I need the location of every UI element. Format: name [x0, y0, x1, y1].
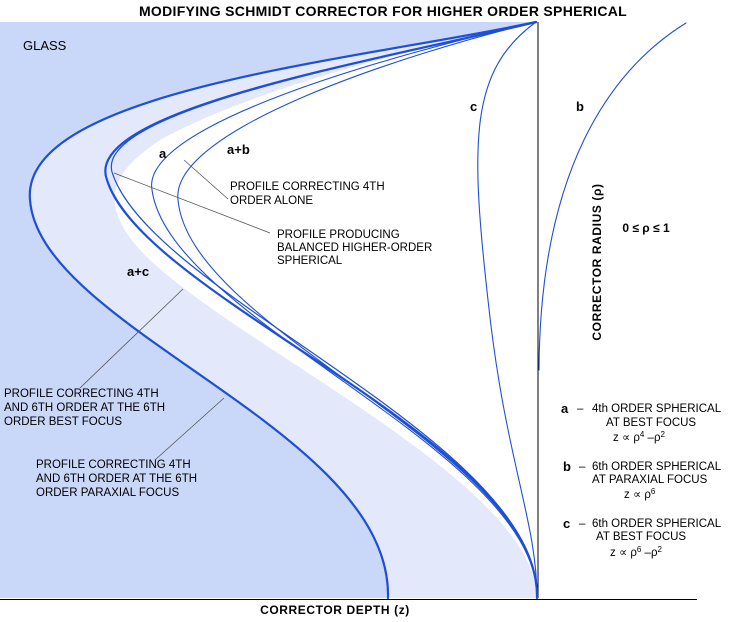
- legend-formula-a-mid: –ρ: [644, 432, 661, 444]
- legend-line-a-2: AT BEST FOCUS: [606, 417, 696, 429]
- legend-formula-a-exp1: 4: [640, 430, 645, 439]
- legend-line-b-2: AT PARAXIAL FOCUS: [592, 474, 708, 486]
- curve-label-b: b: [576, 99, 584, 114]
- x-axis-label: CORRECTOR DEPTH (z): [260, 603, 410, 617]
- annotation-profile-paraxial-line-3: ORDER PARAXIAL FOCUS: [36, 487, 179, 499]
- legend-formula-c-exp1: 6: [637, 545, 642, 554]
- annotation-profile-balanced-line-1: PROFILE PRODUCING: [277, 229, 400, 241]
- legend-key-a: a: [561, 401, 569, 416]
- legend-formula-c-exp2: 2: [658, 545, 663, 554]
- legend-line-c-2: AT BEST FOCUS: [596, 531, 686, 543]
- annotation-profile-best-focus-line-1: PROFILE CORRECTING 4TH: [4, 388, 159, 400]
- annotation-profile-paraxial-line-2: AND 6TH ORDER AT THE 6TH: [36, 473, 197, 485]
- curve-label-c: c: [470, 99, 477, 114]
- annotation-profile-4th: PROFILE CORRECTING 4TH ORDER ALONE: [230, 181, 388, 207]
- curve-b: [538, 22, 687, 371]
- curve-c: [477, 21, 538, 599]
- legend-formula-b-base: z ∝ ρ: [624, 489, 651, 501]
- legend-formula-a-exp2: 2: [661, 430, 666, 439]
- annotation-profile-4th-line-1: PROFILE CORRECTING 4TH: [230, 181, 385, 193]
- curve-a-plus-b: [177, 21, 538, 599]
- legend-key-c: c: [563, 516, 570, 531]
- legend: a – 4th ORDER SPHERICAL AT BEST FOCUS z …: [561, 401, 722, 559]
- legend-formula-a: z ∝ ρ4 –ρ2: [613, 430, 666, 445]
- legend-dash-a: –: [577, 403, 584, 415]
- legend-formula-b: z ∝ ρ6: [624, 487, 656, 502]
- glass-label: GLASS: [23, 38, 67, 53]
- legend-line-c-1: 6th ORDER SPHERICAL: [592, 518, 722, 530]
- legend-formula-c-base: z ∝ ρ: [610, 547, 637, 559]
- annotation-profile-best-focus: PROFILE CORRECTING 4TH AND 6TH ORDER AT …: [4, 388, 168, 428]
- annotation-profile-balanced-line-3: SPHERICAL: [277, 255, 343, 267]
- curve-a-plus-c-outer: [28, 20, 538, 600]
- legend-dash-b: –: [579, 461, 586, 473]
- curve-balanced-higher-order: [110, 21, 538, 599]
- annotation-profile-4th-line-2: ORDER ALONE: [230, 195, 313, 207]
- legend-formula-c: z ∝ ρ6 –ρ2: [610, 545, 663, 560]
- annotation-profile-best-focus-line-2: AND 6TH ORDER AT THE 6TH: [4, 402, 165, 414]
- leader-profile-paraxial: [154, 397, 225, 461]
- legend-key-b: b: [563, 459, 571, 474]
- leader-profile-best-focus: [79, 288, 184, 389]
- annotation-profile-balanced: PROFILE PRODUCING BALANCED HIGHER-ORDER …: [277, 229, 435, 267]
- annotation-profile-paraxial-line-1: PROFILE CORRECTING 4TH: [36, 459, 191, 471]
- curve-label-a: a: [159, 146, 167, 161]
- leader-profile-4th: [183, 159, 229, 200]
- legend-dash-c: –: [579, 518, 586, 530]
- legend-line-b-1: 6th ORDER SPHERICAL: [592, 461, 722, 473]
- curve-label-a-plus-c: a+c: [127, 264, 149, 279]
- glass-region-dark: [0, 22, 536, 598]
- curve-a: [151, 21, 538, 599]
- annotation-profile-paraxial: PROFILE CORRECTING 4TH AND 6TH ORDER AT …: [36, 459, 200, 499]
- legend-formula-c-mid: –ρ: [641, 547, 658, 559]
- legend-formula-a-base: z ∝ ρ: [613, 432, 640, 444]
- y-axis-label: CORRECTOR RADIUS (ρ): [590, 183, 604, 340]
- glass-region-light: [29, 22, 537, 598]
- radius-range-label: 0 ≤ ρ ≤ 1: [622, 221, 670, 235]
- curve-label-a-plus-b: a+b: [227, 142, 250, 157]
- legend-formula-b-exp1: 6: [651, 487, 656, 496]
- legend-line-a-1: 4th ORDER SPHERICAL: [592, 403, 722, 415]
- annotation-profile-best-focus-line-3: ORDER BEST FOCUS: [4, 416, 122, 428]
- diagram-title: MODIFYING SCHMIDT CORRECTOR FOR HIGHER O…: [139, 3, 627, 19]
- leader-profile-balanced: [113, 172, 271, 234]
- annotation-profile-balanced-line-2: BALANCED HIGHER-ORDER: [277, 242, 432, 254]
